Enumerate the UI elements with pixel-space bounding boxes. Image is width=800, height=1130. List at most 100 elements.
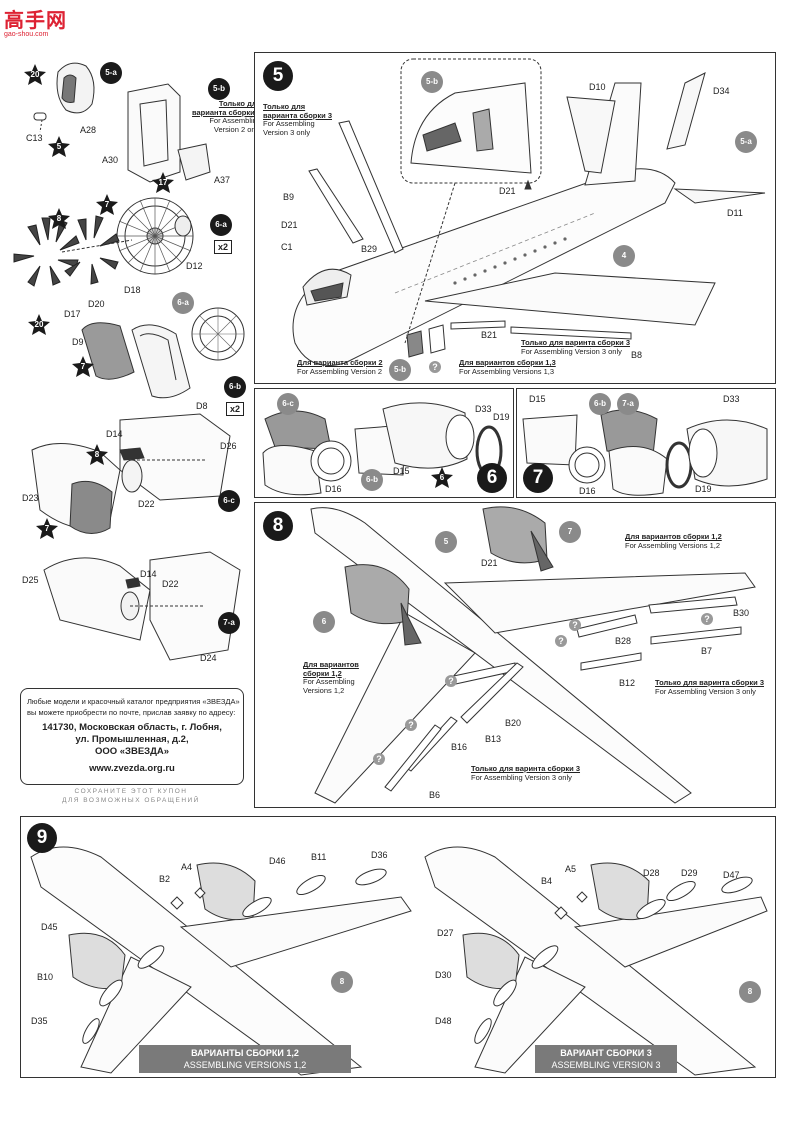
label-b21: B21: [481, 330, 498, 340]
marker-8-left: 8: [331, 971, 353, 993]
label-a30: A30: [102, 155, 119, 165]
label-d12: D12: [186, 261, 203, 271]
coupon-address2: ул. Промышленная, д.2,: [75, 734, 189, 745]
marker-6c: 6-c: [218, 490, 240, 512]
coupon-line2: вы можете приобрести по почте, прислав з…: [27, 708, 236, 717]
question-marker: ?: [445, 675, 457, 687]
label-d20: D20: [88, 299, 105, 309]
marker-6-step8: 6: [313, 611, 335, 633]
step-number-6: 6: [477, 463, 507, 493]
quantity-x2-6b: x2: [226, 402, 245, 416]
label-d21: D21: [281, 220, 298, 230]
site-logo: 高手网 gao-shou.com: [4, 4, 67, 38]
label-d15-step7: D15: [529, 394, 546, 404]
coupon-website: www.zvezda.org.ru: [89, 763, 175, 774]
label-b8: B8: [631, 350, 643, 360]
label-d22: D22: [138, 499, 155, 509]
label-d8: D8: [196, 401, 208, 411]
label-d48: D48: [435, 1016, 452, 1026]
label-d28: D28: [643, 868, 660, 878]
label-d21-step8: D21: [481, 558, 498, 568]
paint-star: 8: [48, 208, 70, 230]
question-marker: ?: [429, 361, 441, 373]
marker-6c-step6: 6-c: [277, 393, 299, 415]
label-d10: D10: [589, 82, 606, 92]
label-b10: B10: [37, 972, 54, 982]
coupon-line1: Любые модели и красочный каталог предпри…: [27, 697, 240, 706]
label-d36: D36: [371, 850, 388, 860]
label-c13: C13: [26, 133, 43, 143]
label-d27: D27: [437, 928, 454, 938]
label-b20: B20: [505, 718, 522, 728]
label-b2: B2: [159, 874, 171, 884]
marker-5a: 5-a: [100, 62, 122, 84]
paint-star: 6: [431, 467, 453, 489]
label-b6: B6: [429, 790, 441, 800]
step-5-drawing: [292, 58, 766, 366]
logo-text: 高手网: [4, 10, 67, 32]
label-d45: D45: [41, 922, 58, 932]
label-d30: D30: [435, 970, 452, 980]
label-b12: B12: [619, 678, 636, 688]
label-d19: D19: [493, 412, 510, 422]
coupon-footer-2: ДЛЯ ВОЗМОЖНЫХ ОБРАЩЕНИЙ: [62, 797, 200, 804]
address-coupon: Любые модели и красочный каталог предпри…: [20, 688, 244, 785]
label-d9: D9: [72, 337, 84, 347]
label-d17: D17: [64, 309, 81, 319]
label-a5: A5: [565, 864, 577, 874]
step-number-9: 9: [27, 823, 57, 853]
coupon-footer-1: СОХРАНИТЕ ЭТОТ КУПОН: [74, 788, 188, 795]
label-d11: D11: [727, 208, 743, 218]
label-d24: D24: [200, 653, 217, 663]
marker-6a-b: 6-a: [172, 292, 194, 314]
marker-6b-step6: 6-b: [361, 469, 383, 491]
label-b30: B30: [733, 608, 750, 618]
paint-star: 7: [72, 356, 94, 378]
question-marker: ?: [373, 753, 385, 765]
marker-7a-step7: 7-a: [617, 393, 639, 415]
step-number-8: 8: [263, 511, 293, 541]
label-b29: B29: [361, 244, 378, 254]
label-d47: D47: [723, 870, 740, 880]
marker-7-step8: 7: [559, 521, 581, 543]
label-b4: B4: [541, 876, 553, 886]
question-marker: ?: [569, 619, 581, 631]
paint-star: 20: [28, 314, 50, 336]
paint-star: 20: [24, 64, 46, 86]
paint-star: 7: [96, 194, 118, 216]
label-d26: D26: [220, 441, 237, 451]
question-marker: ?: [555, 635, 567, 647]
label-d46: D46: [269, 856, 286, 866]
logo-url: gao-shou.com: [4, 31, 49, 38]
step-number-7: 7: [523, 463, 553, 493]
label-b13: B13: [485, 734, 502, 744]
marker-6a: 6-a: [210, 214, 232, 236]
label-d15: D15: [393, 466, 410, 476]
label-b11: B11: [311, 852, 327, 862]
paint-star: 5: [48, 136, 70, 158]
step-7-panel: D15 6-b 7-a D33 D16 D19 7: [516, 388, 776, 498]
marker-4: 4: [613, 245, 635, 267]
label-a37: A37: [214, 175, 231, 185]
paint-star: 8: [86, 444, 108, 466]
coupon-address1: 141730, Московская область, г. Лобня,: [42, 722, 222, 733]
label-b9: B9: [283, 192, 295, 202]
label-d14-b: D14: [140, 569, 157, 579]
label-d34: D34: [713, 86, 730, 96]
marker-5b: 5-b: [208, 78, 230, 100]
label-d35: D35: [31, 1016, 48, 1026]
label-b7: B7: [701, 646, 713, 656]
marker-8-right: 8: [739, 981, 761, 1003]
step-7-drawing: [522, 409, 768, 496]
label-d14: D14: [106, 429, 123, 439]
step-9-panel: 9 A4 B2 D46 B11 D36 D45 B10 D35 8 ВАРИАН…: [20, 816, 776, 1078]
label-d19-step7: D19: [695, 484, 712, 494]
step-9-drawing: [30, 846, 768, 1076]
